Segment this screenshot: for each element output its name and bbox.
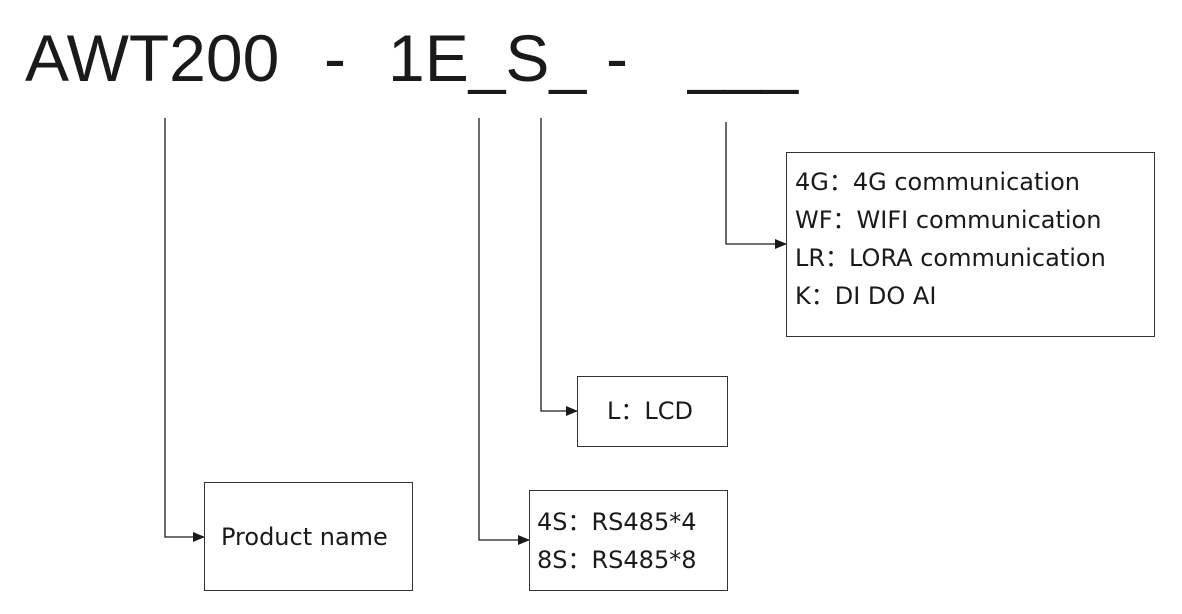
model-code-separator-1: -: [324, 21, 346, 95]
communication-options-box: 4G：4G communication WF：WIFI communicatio…: [786, 152, 1155, 337]
communication-option-lora: LR：LORA communication: [795, 244, 1106, 272]
connector-serial: [478, 118, 530, 545]
connector-communication: [725, 122, 787, 249]
communication-option-4g: 4G：4G communication: [795, 168, 1080, 196]
model-code-separator-2: -: [606, 21, 628, 95]
connector-product-name: [164, 118, 205, 542]
model-code-middle: 1E_S_: [388, 21, 587, 95]
serial-option-8s: 8S：RS485*8: [537, 546, 697, 574]
model-code-suffix: ___: [688, 21, 799, 95]
communication-option-wifi: WF：WIFI communication: [795, 206, 1102, 234]
display-option-box: L：LCD: [577, 376, 728, 447]
serial-options-box: 4S：RS485*4 8S：RS485*8: [529, 490, 728, 591]
connector-display: [540, 118, 578, 416]
product-name-box: Product name: [204, 482, 413, 591]
display-option-lcd: L：LCD: [607, 397, 693, 425]
model-code-prefix: AWT200: [25, 21, 280, 95]
product-name-label: Product name: [221, 523, 388, 551]
communication-option-io: K：DI DO AI: [795, 282, 937, 310]
serial-option-4s: 4S：RS485*4: [537, 508, 697, 536]
